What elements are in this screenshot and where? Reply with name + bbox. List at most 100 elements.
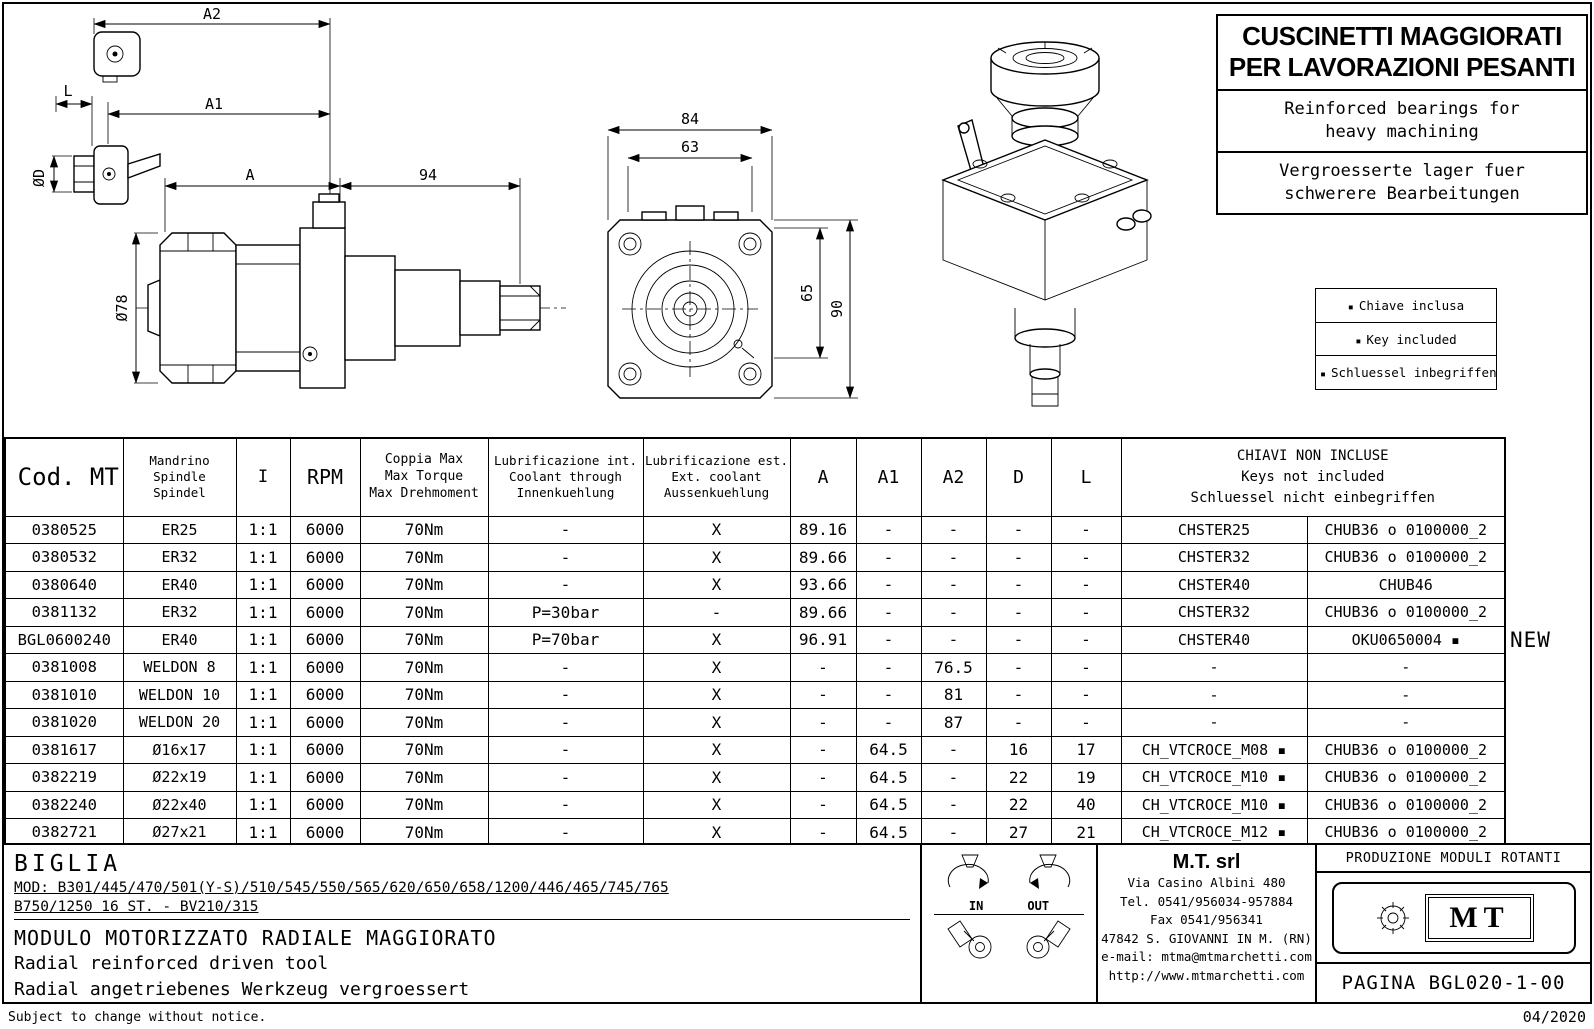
cell-a: - xyxy=(789,653,857,682)
key-included-row-it: ▪Chiave inclusa xyxy=(1315,288,1497,323)
key-included-label: Key included xyxy=(1366,331,1457,347)
cell-a1: 64.5 xyxy=(855,735,922,764)
cell-cod: 0382219 xyxy=(4,763,124,792)
header-line: Keys not included xyxy=(1241,468,1385,485)
cell-spindle: ER40 xyxy=(122,570,237,599)
header-spindle: Mandrino Spindle Spindel xyxy=(122,437,237,517)
cell-torque: 70Nm xyxy=(359,515,489,544)
cell-cod: BGL0600240 xyxy=(4,625,124,654)
tool-description-en: Radial reinforced driven tool xyxy=(14,953,329,974)
cell-torque: 70Nm xyxy=(359,570,489,599)
header-internal-coolant: Lubrificazione int. Coolant through Inne… xyxy=(487,437,644,517)
cell-key2: - xyxy=(1306,680,1506,709)
header-line: Spindle xyxy=(153,469,206,485)
header-dim-a2: A2 xyxy=(920,437,987,517)
key-included-row-en: ▪ Key included xyxy=(1315,321,1497,357)
cell-key2: CHUB36 o 0100000_2 xyxy=(1306,543,1506,572)
company-name: M.T. srl xyxy=(1172,851,1241,873)
cell-a1: - xyxy=(855,680,922,709)
header-rpm: RPM xyxy=(289,437,361,517)
production-label: PRODUZIONE MODULI ROTANTI xyxy=(1317,845,1590,873)
cell-a1: - xyxy=(855,653,922,682)
header-line: Max Drehmoment xyxy=(369,485,479,501)
cell-cod: 0381008 xyxy=(4,653,124,682)
logo-page-cell: PRODUZIONE MODULI ROTANTI xyxy=(1315,845,1590,1002)
cell-lub_est: X xyxy=(642,680,791,709)
cell-l: 17 xyxy=(1050,735,1122,764)
cell-lub_est: - xyxy=(642,598,791,627)
tool-sketch-right-icon xyxy=(1026,920,1071,959)
cell-d: - xyxy=(985,598,1052,627)
cell-torque: 70Nm xyxy=(359,790,489,819)
header-line: Coolant through xyxy=(509,469,622,485)
cell-key2: CHUB36 o 0100000_2 xyxy=(1306,818,1506,847)
company-website: http://www.mtmarchetti.com xyxy=(1108,967,1305,983)
header-line: Innenkuehlung xyxy=(516,485,615,501)
cell-a2: 81 xyxy=(920,680,987,709)
cell-key1: - xyxy=(1120,708,1308,737)
cell-i: 1:1 xyxy=(235,818,291,847)
dim-a-label: A xyxy=(245,166,254,184)
tool-description-de: Radial angetriebenes Werkzeug vergroesse… xyxy=(14,979,470,1000)
dim-90-label: 90 xyxy=(828,300,846,318)
cell-l: 19 xyxy=(1050,763,1122,792)
cell-key1: CHSTER40 xyxy=(1120,570,1308,599)
cell-key1: CHSTER32 xyxy=(1120,543,1308,572)
cell-key2: CHUB46 xyxy=(1306,570,1506,599)
machine-models-line2: B750/1250 16 ST. - BV210/315 xyxy=(14,899,259,915)
cell-spindle: WELDON 8 xyxy=(122,653,237,682)
cell-spindle: ER40 xyxy=(122,625,237,654)
isometric-view-drawing xyxy=(941,41,1152,407)
header-line: Mandrino xyxy=(149,452,210,468)
key-included-box: ▪Chiave inclusa ▪ Key included ▪Schluesse… xyxy=(1315,288,1497,390)
cell-cod: 0380525 xyxy=(4,515,124,544)
cell-lub_int: - xyxy=(487,708,644,737)
bullet-icon: ▪ xyxy=(1355,335,1362,347)
title-de-line1: Vergroesserte lager fuer xyxy=(1279,161,1525,182)
header-max-torque: Coppia Max Max Torque Max Drehmoment xyxy=(359,437,489,517)
cell-key1: CH_VTCROCE_M08 ▪ xyxy=(1120,735,1308,764)
cell-i: 1:1 xyxy=(235,598,291,627)
cell-key1: CHSTER40 xyxy=(1120,625,1308,654)
cell-a: - xyxy=(789,680,857,709)
cell-key1: CH_VTCROCE_M10 ▪ xyxy=(1120,790,1308,819)
cell-a2: - xyxy=(920,543,987,572)
cell-key1: - xyxy=(1120,653,1308,682)
key-included-row-de: ▪Schluessel inbegriffen xyxy=(1315,355,1497,390)
rotation-out-icon xyxy=(1029,854,1071,889)
machine-info-cell: BIGLIA MOD: B301/445/470/501(Y-S)/510/54… xyxy=(4,845,920,1002)
title-en-line2: heavy machining xyxy=(1325,122,1479,143)
company-address: Via Casino Albini 480 xyxy=(1127,875,1286,890)
header-line: Schluessel nicht einbegriffen xyxy=(1190,489,1435,506)
cell-l: - xyxy=(1050,708,1122,737)
title-italian: CUSCINETTI MAGGIORATI PER LAVORAZIONI PE… xyxy=(1218,16,1586,89)
cell-key2: CHUB36 o 0100000_2 xyxy=(1306,515,1506,544)
cell-rpm: 6000 xyxy=(289,625,361,654)
cell-torque: 70Nm xyxy=(359,818,489,847)
company-email: e-mail: mtma@mtmarchetti.com xyxy=(1101,949,1312,964)
title-en-line1: Reinforced bearings for xyxy=(1284,99,1520,120)
cell-a2: - xyxy=(920,790,987,819)
cell-i: 1:1 xyxy=(235,653,291,682)
header-line: Aussenkuehlung xyxy=(663,485,770,501)
cell-spindle: Ø16x17 xyxy=(122,735,237,764)
cell-cod: 0382240 xyxy=(4,790,124,819)
dim-a2-label: A2 xyxy=(203,6,221,23)
dim-diad-label: ØD xyxy=(30,169,48,187)
change-notice: Subject to change without notice. xyxy=(8,1009,267,1025)
mt-logo: MT xyxy=(1331,881,1576,954)
cell-lub_est: X xyxy=(642,735,791,764)
cell-torque: 70Nm xyxy=(359,680,489,709)
cell-torque: 70Nm xyxy=(359,735,489,764)
cell-i: 1:1 xyxy=(235,625,291,654)
cell-lub_est: X xyxy=(642,763,791,792)
cell-key1: CH_VTCROCE_M12 ▪ xyxy=(1120,818,1308,847)
cell-i: 1:1 xyxy=(235,515,291,544)
dim-l-label: L xyxy=(63,82,72,100)
header-cod-mt: Cod. MT xyxy=(4,437,124,517)
